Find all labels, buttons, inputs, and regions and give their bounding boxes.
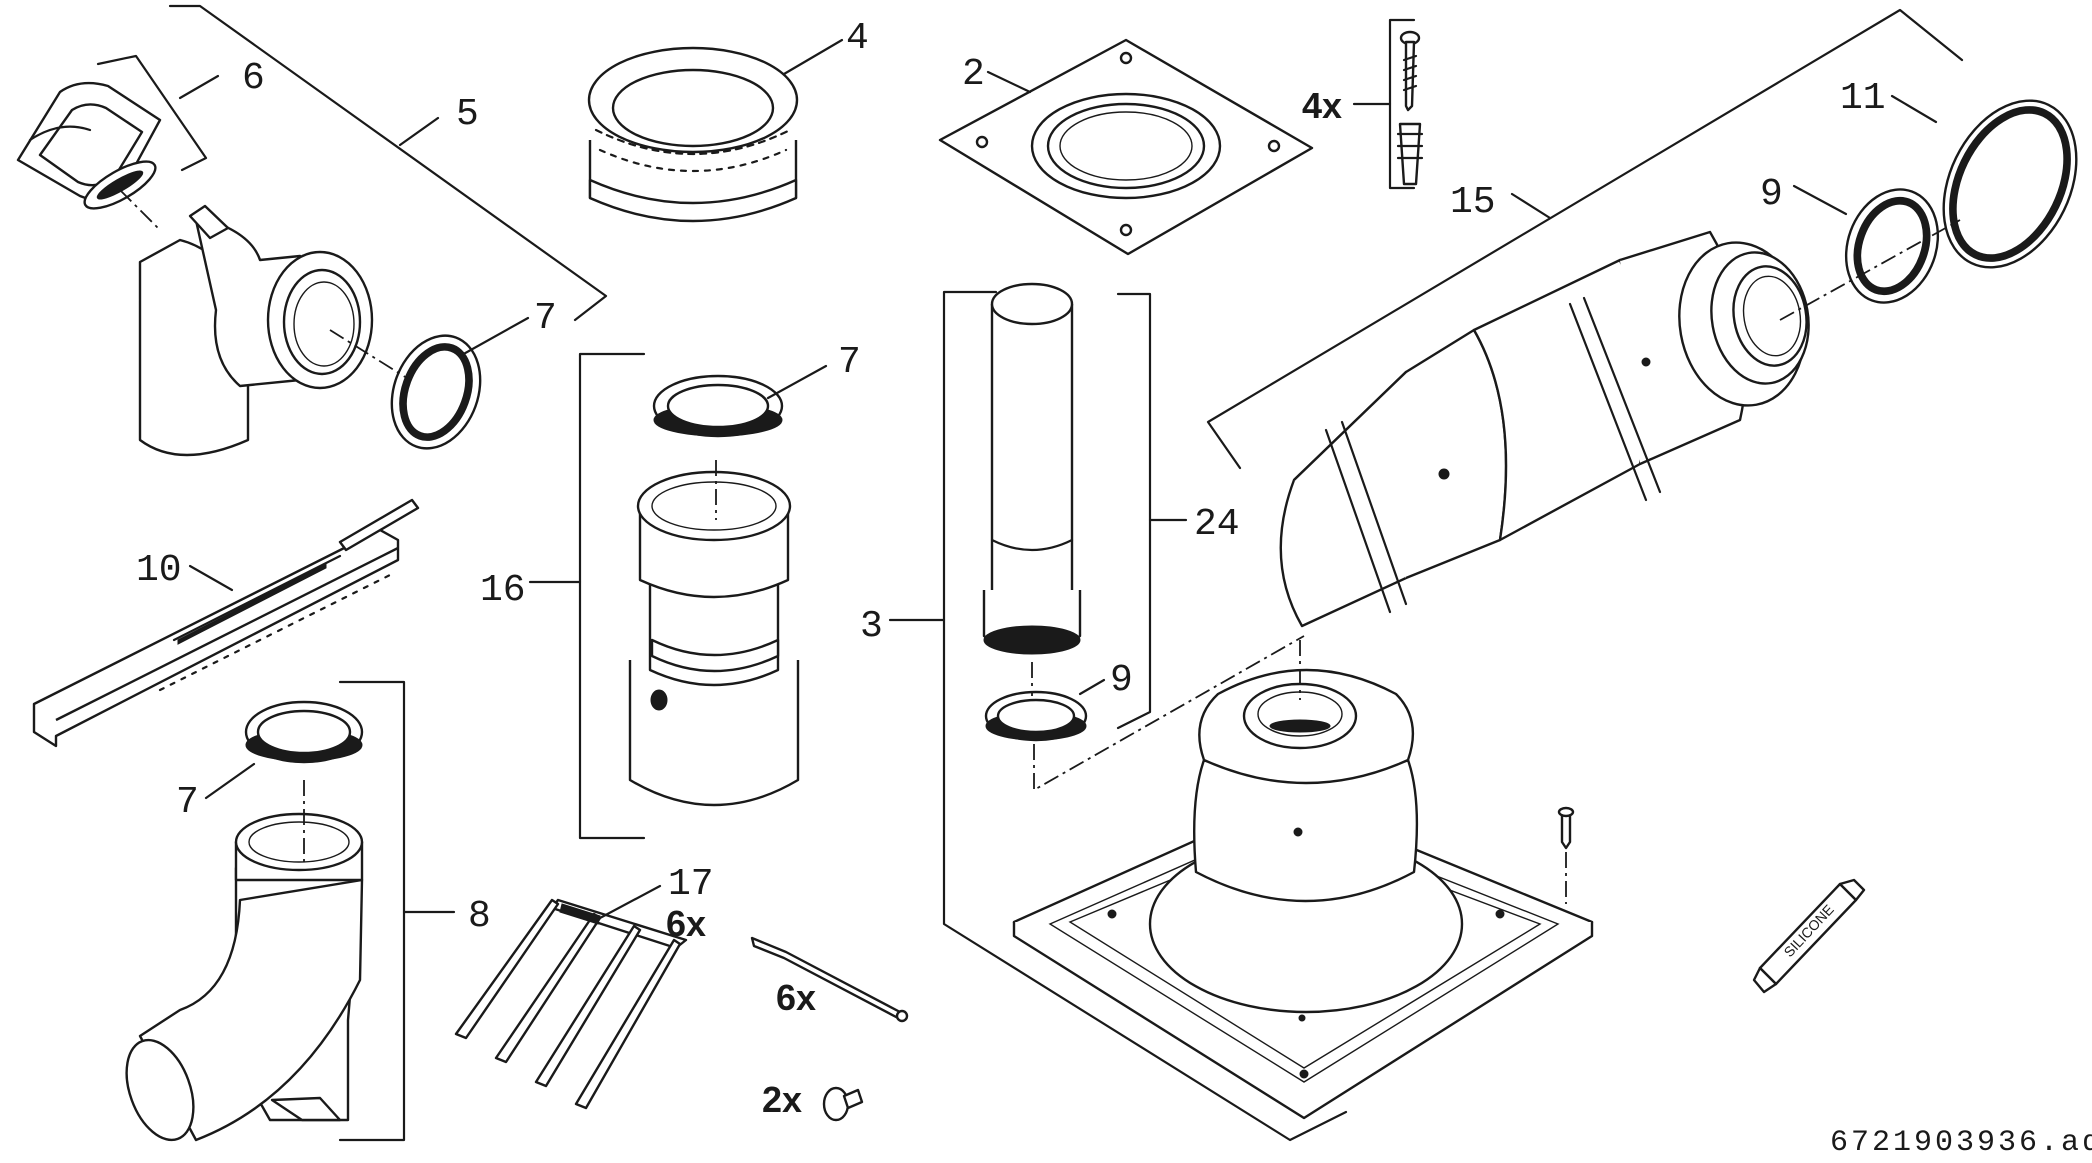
reference-code: 6721903936.ad bbox=[1830, 1126, 2092, 1160]
part-11-seal-ring bbox=[1942, 99, 2078, 269]
label-9a: 9 bbox=[1110, 659, 1133, 702]
qty-small-screws: 2x bbox=[762, 1079, 802, 1120]
bracket-5 bbox=[168, 4, 608, 322]
flashing-screw bbox=[1557, 806, 1575, 850]
label-4: 4 bbox=[846, 17, 869, 60]
part-5-elbow-with-inspection bbox=[138, 204, 374, 457]
part-9b-seal-ring bbox=[1844, 188, 1940, 304]
bracket-24 bbox=[1116, 292, 1152, 730]
silicone-tube: SILICONE bbox=[1752, 878, 1866, 994]
label-9b: 9 bbox=[1760, 173, 1783, 216]
bracket-16 bbox=[578, 352, 646, 840]
part-9a-seal-ring bbox=[984, 690, 1088, 742]
qty-cable-ties: 6x bbox=[776, 977, 816, 1018]
label-7b: 7 bbox=[838, 341, 861, 384]
label-6: 6 bbox=[242, 57, 265, 100]
small-screw bbox=[822, 1086, 864, 1122]
qty-screws-plugs: 4x bbox=[1302, 85, 1342, 126]
label-10: 10 bbox=[136, 549, 182, 592]
part-7a-seal-ring bbox=[390, 334, 482, 450]
bracket-3 bbox=[942, 290, 1348, 1142]
part-3-roof-flashing bbox=[1012, 668, 1594, 1120]
qty-clips: 6x bbox=[666, 903, 706, 944]
part-6-terminal-cap bbox=[16, 81, 162, 210]
label-2: 2 bbox=[962, 53, 985, 96]
label-5: 5 bbox=[456, 93, 479, 136]
label-11: 11 bbox=[1840, 77, 1886, 120]
part-2-flat-plate bbox=[938, 38, 1314, 256]
part-15-concentric-pipe bbox=[1279, 230, 1810, 628]
part-8-bend bbox=[125, 812, 364, 1142]
label-7c: 7 bbox=[176, 781, 199, 824]
part-16-adapter bbox=[628, 470, 800, 807]
part-7c-seal-ring bbox=[244, 700, 364, 764]
part-17-clips bbox=[454, 898, 688, 1110]
label-17: 17 bbox=[668, 863, 714, 906]
label-8: 8 bbox=[468, 895, 491, 938]
label-24: 24 bbox=[1194, 503, 1240, 546]
part-4-collar bbox=[587, 46, 799, 223]
bracket-15 bbox=[1206, 8, 1964, 470]
label-7a: 7 bbox=[534, 297, 557, 340]
part-10-mounting-strip bbox=[32, 498, 420, 748]
label-16: 16 bbox=[480, 569, 526, 612]
bracket-6 bbox=[96, 54, 208, 172]
screw-and-plug bbox=[1396, 30, 1424, 186]
label-15: 15 bbox=[1450, 181, 1496, 224]
part-24-inner-pipe bbox=[982, 282, 1082, 655]
label-3: 3 bbox=[860, 605, 883, 648]
part-7b-seal-ring bbox=[652, 374, 784, 438]
cable-tie bbox=[750, 936, 909, 1023]
